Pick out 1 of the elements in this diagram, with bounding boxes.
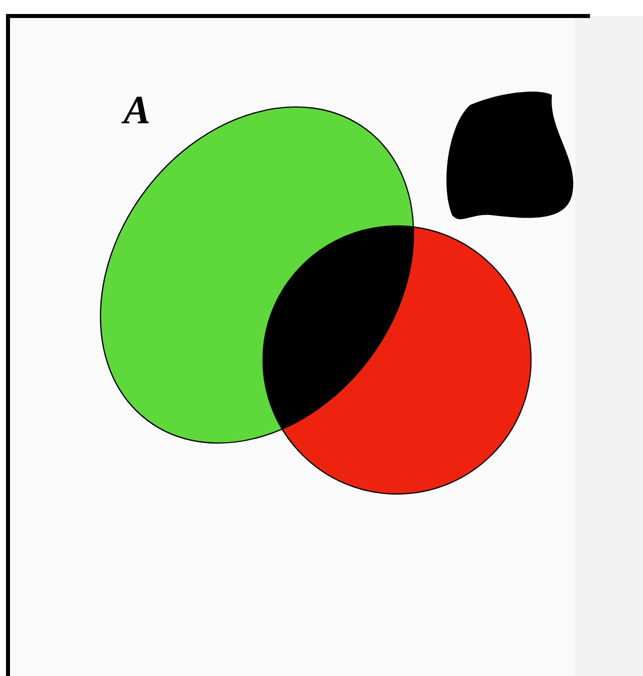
letter-label: A xyxy=(122,96,149,124)
